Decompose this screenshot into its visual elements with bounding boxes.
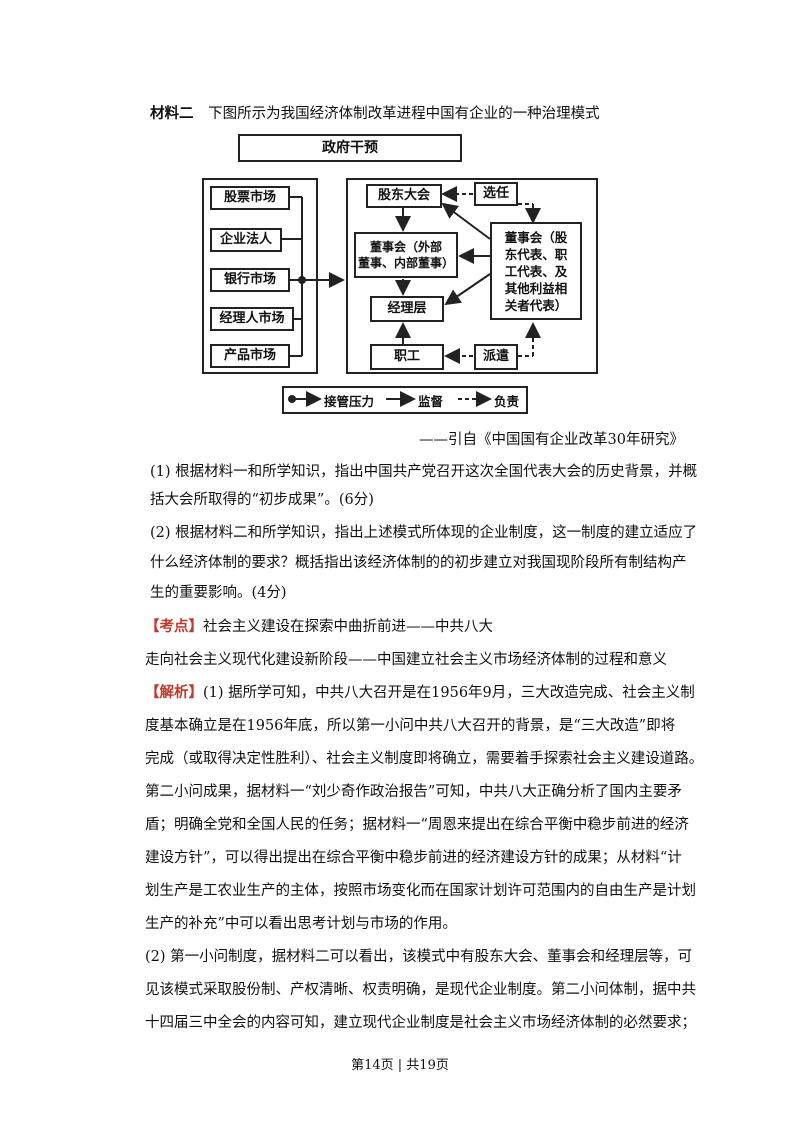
supervisory-board-box: 董事会（股 东代表、职 工代表、及 其他利益相 关者代表） [490,222,582,320]
material-description: 下图所示为我国经济体制改革进程中国有企业的一种治理模式 [208,106,600,122]
government-intervention-box: 政府干预 [238,134,462,162]
analysis-line: 生产的补充”中可以看出思考计划与市场的作用。 [145,916,457,932]
page-footer: 第14页 | 共19页 [351,1058,449,1073]
analysis-part2-line: (2) 第一小问制度，据材料二可以看出，该模式中有股东大会、董事会和经理层等，可 [145,949,693,965]
shareholders-box: 股东大会 [366,184,442,208]
analysis-tag: 【解析】 [145,684,203,701]
material-label: 材料二 [150,105,194,122]
market-box-manager: 经理人市场 [210,307,294,331]
market-group-frame [202,178,318,374]
question-2-line: 生的重要影响。(4分) [150,585,287,601]
market-box-bank: 银行市场 [210,268,290,292]
question-1-line: (1) 根据材料一和所学知识，指出中国共产党召开这次全国代表大会的历史背景，并概 [150,464,698,480]
legend-frame [282,386,528,414]
analysis-part2-line: 十四届三中全会的内容可知，建立现代企业制度是社会主义市场经济体制的必然要求； [145,1015,696,1031]
worker-box: 职工 [370,344,444,370]
supervisory-line: 东代表、职 [504,246,568,262]
analysis-line: 【解析】(1) 据所学可知，中共八大召开是在1956年9月，三大改造完成、社会主… [145,683,695,703]
board-label-line1: 董事会（外部 [369,240,442,254]
analysis-line: 度基本确立是在1956年底，所以第一小问中共八大召开的背景，是“三大改造”即将 [145,718,676,734]
manager-box: 经理层 [370,296,444,322]
market-box-product: 产品市场 [210,344,290,368]
supervisory-line: 工代表、及 [504,263,568,279]
elect-box: 选任 [474,182,518,206]
board-label-line2: 董事、内部董事） [357,256,454,270]
market-box-stock: 股票市场 [210,186,290,210]
governance-diagram: 政府干预 股票市场 企业法人 银行市场 经理人市场 产品市场 股东大会 选任 董… [198,134,602,420]
enterprise-group-frame [346,178,598,374]
kaodian-line-2: 走向社会主义现代化建设新阶段——中国建立社会主义市场经济体制的过程和意义 [145,652,667,668]
board-box: 董事会（外部 董事、内部董事） [354,232,458,278]
analysis-part2-line: 见该模式采取股份制、产权清晰、权责明确，是现代企业制度。第二小问体制，据中共 [145,982,696,998]
dispatch-box: 派遣 [474,344,518,370]
legend-supervise: 监督 [418,394,444,409]
analysis-line: 第二小问成果，据材料一“刘少奇作政治报告”可知，中共八大正确分析了国内主要矛 [145,784,682,800]
elect-label: 选任 [482,186,509,201]
kaodian-text: 社会主义建设在探索中曲折前进——中共八大 [203,619,493,635]
analysis-text: (1) 据所学可知，中共八大召开是在1956年9月，三大改造完成、社会主义制 [203,685,695,701]
diagram-connectors [282,186,541,407]
supervisory-line: 董事会（股 [504,229,568,245]
supervisory-line: 关者代表） [504,297,568,313]
legend-takeover: 接管压力 [324,394,375,409]
analysis-line: 划生产是工农业生产的主体，按照市场变化而在国家计划许可范围内的自由生产是计划 [145,883,696,899]
question-2-line: 什么经济体制的要求？概括指出该经济体制的的初步建立对我国现阶段所有制结构产 [150,555,687,571]
legend-responsible: 负责 [494,394,520,409]
analysis-line: 完成（或取得决定性胜利）、社会主义制度即将确立，需要着手探索社会主义建设道路。 [145,751,704,767]
kaodian-line: 【考点】社会主义建设在探索中曲折前进——中共八大 [145,617,493,637]
kaodian-tag: 【考点】 [145,618,203,635]
citation: ——引自《中国国有企业改革30年研究》 [419,432,684,448]
analysis-line: 盾；明确全党和全国人民的任务；据材料一“周恩来提出在综合平衡中稳步前进的经济 [145,817,689,833]
supervisory-line: 其他利益相 [504,280,568,296]
analysis-line: 建设方针”，可以得出提出在综合平衡中稳步前进的经济建设方针的成果；从材料“计 [145,850,682,866]
market-box-legal-person: 企业法人 [210,228,282,252]
question-2-line: (2) 根据材料二和所学知识，指出上述模式所体现的企业制度，这一制度的建立适应了 [150,525,698,541]
question-1-line: 括大会所取得的“初步成果”。(6分) [150,492,374,508]
material-heading: 材料二 下图所示为我国经济体制改革进程中国有企业的一种治理模式 [150,104,600,124]
